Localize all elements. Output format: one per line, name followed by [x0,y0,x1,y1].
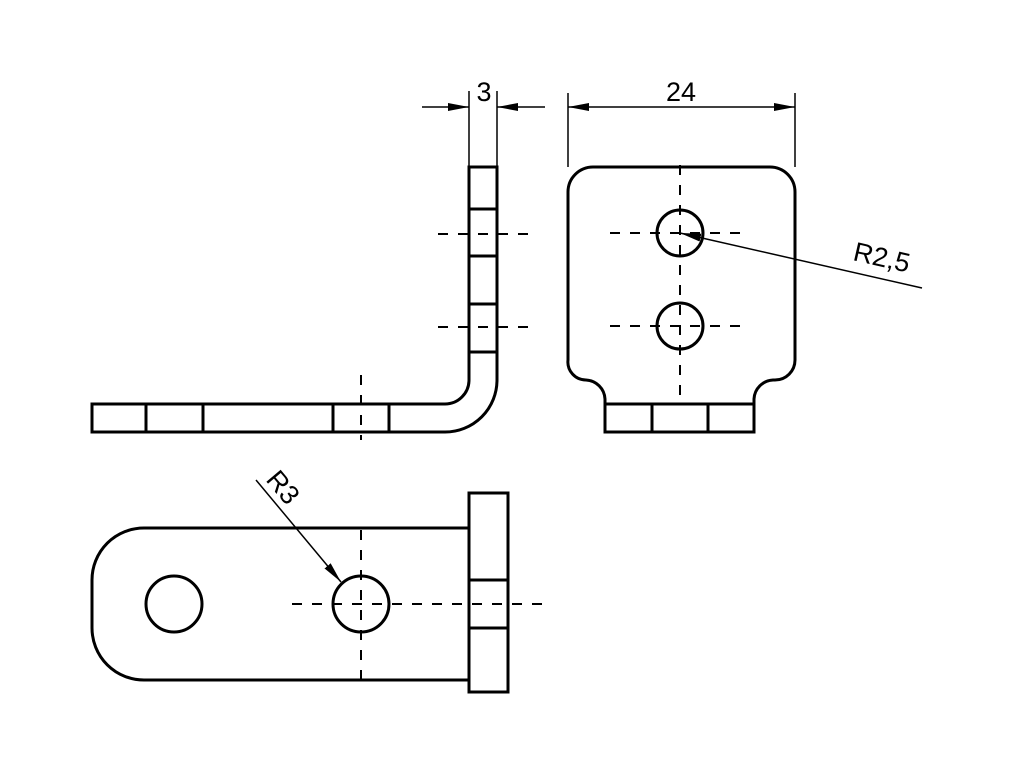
small-radius-label: R2,5 [851,237,913,279]
side-view-outline [90,165,499,434]
width-dimension-label: 24 [666,77,696,107]
thickness-dimension: 3 [422,77,545,167]
large-radius-dimension: R3 [255,465,342,583]
width-dimension: 24 [567,77,796,167]
side-view: 3 [90,77,545,440]
front-view-centerlines [610,165,750,404]
thickness-dimension-label: 3 [476,77,491,107]
front-view-outline [566,165,797,434]
top-view-outline [90,526,469,682]
front-view: 24 R2,5 [566,77,923,434]
left-hole [144,574,204,634]
top-view-centerlines [292,530,548,680]
side-view-centerlines [360,233,528,440]
side-view-hatch-lines [144,207,497,432]
top-view-flange [467,491,510,694]
top-view: R3 [90,465,548,694]
large-radius-label: R3 [260,465,305,511]
small-radius-dimension: R2,5 [679,232,923,289]
